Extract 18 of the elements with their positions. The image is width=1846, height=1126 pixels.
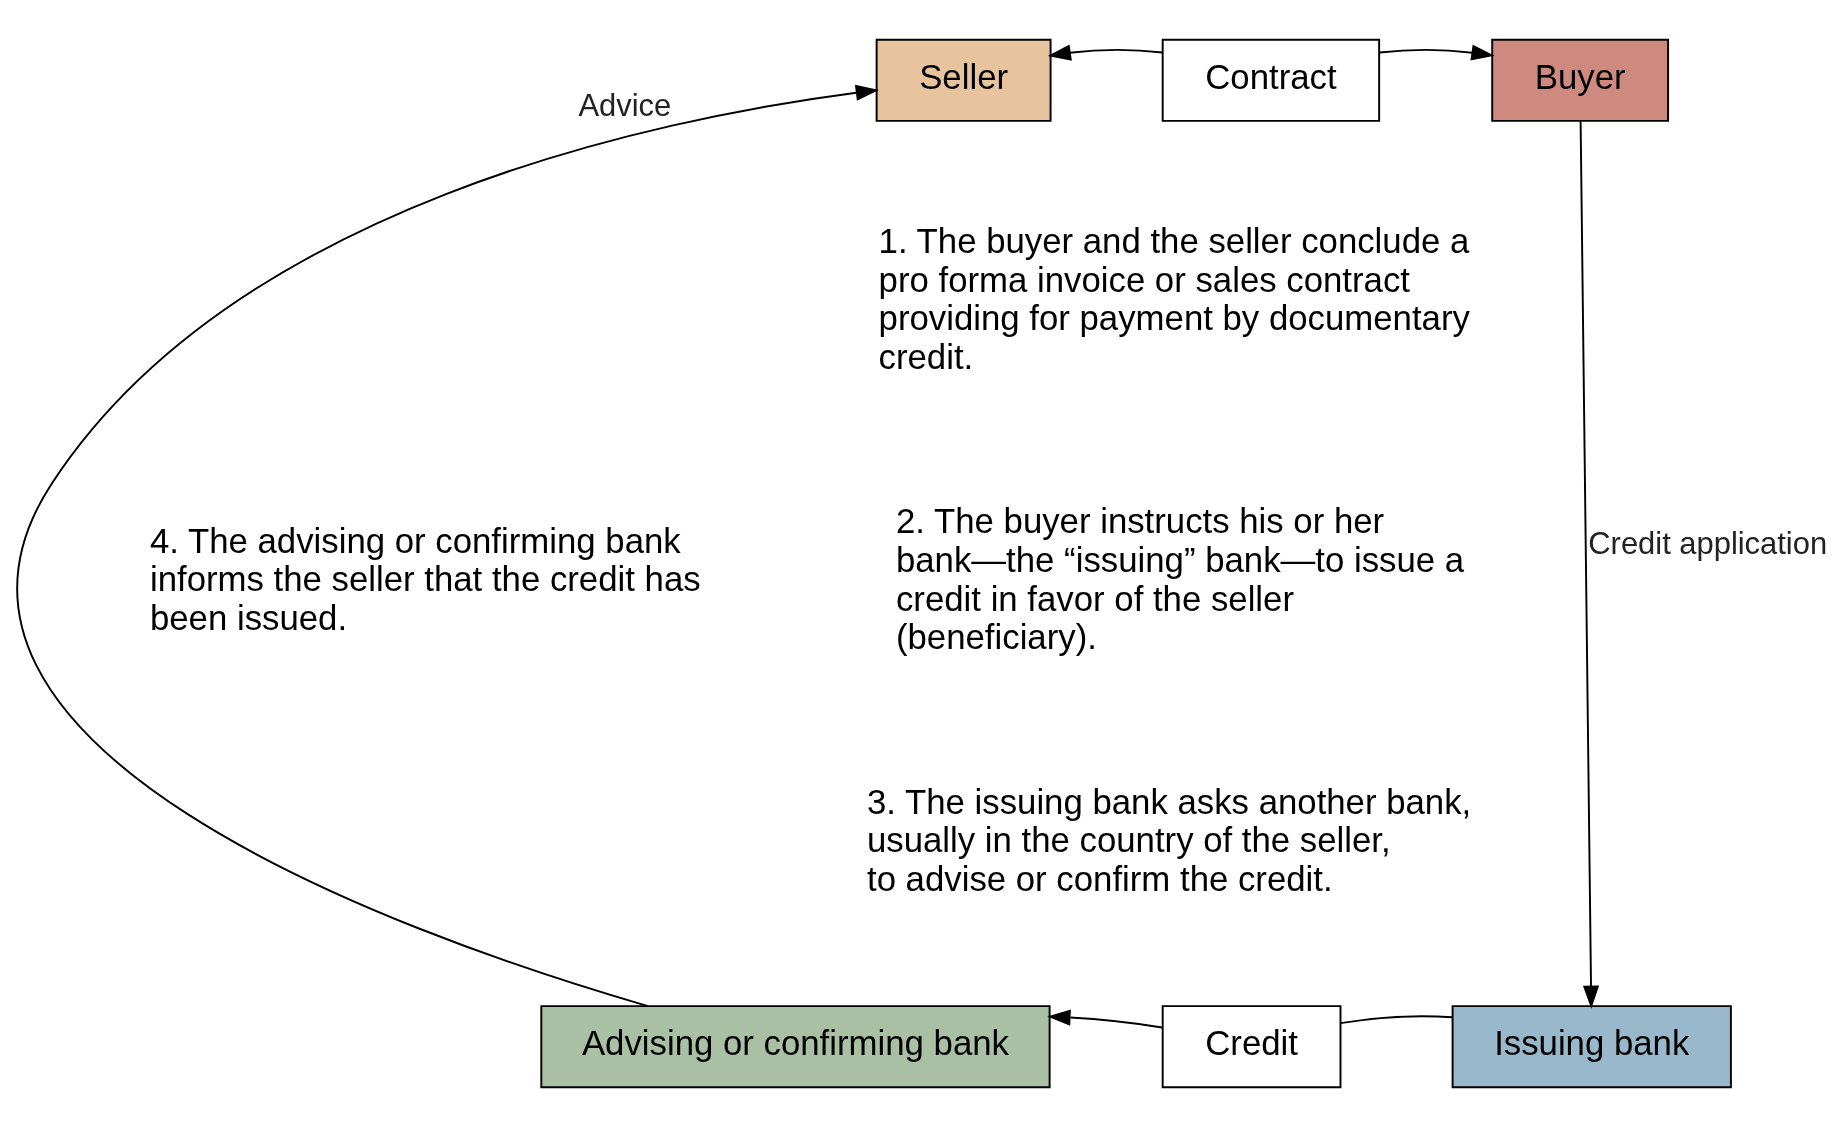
- node-box: Issuing bank: [1451, 1004, 1732, 1088]
- arrow: [1579, 119, 1600, 1009]
- node-box: Contract: [1161, 38, 1381, 122]
- edge-label: Advice: [578, 87, 672, 123]
- node-box: Seller: [875, 38, 1052, 122]
- label: 2. The buyer instructs his or her bank—the “issuing” bank—to issue a credit in favor of the seller (beneficiary).: [895, 501, 1465, 656]
- label: 1. The buyer and the seller conclude a pro forma invoice or sales contract providing for payment by documentary credit.: [878, 221, 1470, 376]
- node-box: Advising or confirming bank: [540, 1004, 1051, 1088]
- label: 3. The issuing bank asks another bank, usually in the country of the seller, to advise or confirm the credit.: [866, 782, 1472, 898]
- label: 4. The advising or confirming bank informs the seller that the credit has been issued.: [149, 521, 701, 637]
- arrow: [1047, 44, 1164, 61]
- node-box: Buyer: [1491, 38, 1670, 122]
- arrow: [1047, 1008, 1163, 1028]
- arrow: [1378, 44, 1495, 61]
- connector: [1339, 1014, 1454, 1024]
- edge-label: Credit application: [1588, 525, 1828, 561]
- arrow: [17, 84, 879, 1007]
- node-box: Credit: [1161, 1004, 1342, 1088]
